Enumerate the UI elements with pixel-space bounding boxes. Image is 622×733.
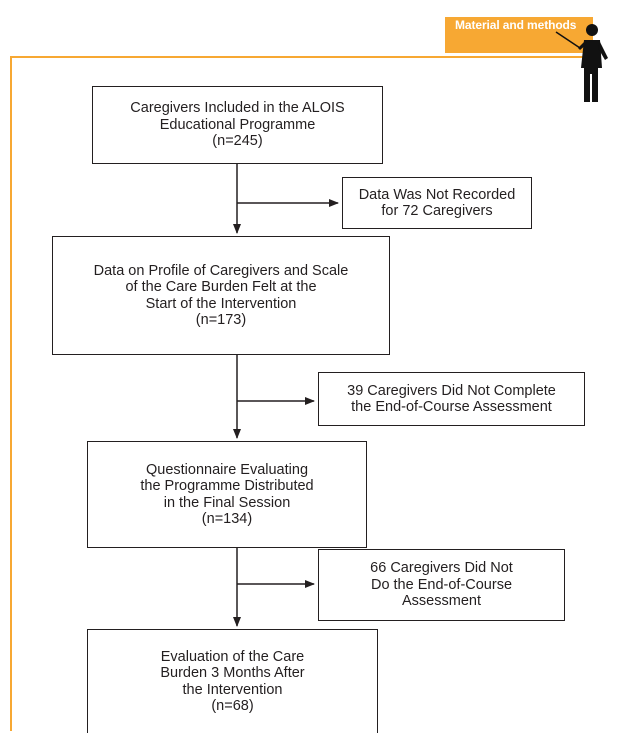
followup-line-1: Evaluation of the Care: [160, 648, 305, 665]
final-session-line-4: (n=134): [201, 511, 253, 527]
baseline-line-3: Start of the Intervention: [145, 295, 297, 312]
excluded-box-3: 66 Caregivers Did Not Do the End-of-Cour…: [318, 549, 565, 621]
frame-left-border: [10, 56, 12, 731]
presenter-figure-icon: [555, 24, 608, 102]
section-tab-label: Material and methods: [455, 18, 577, 32]
final-session-line-2: the Programme Distributed: [140, 478, 314, 494]
excluded-3-line-1: 66 Caregivers Did Not: [370, 560, 513, 577]
excluded-box-2: 39 Caregivers Did Not Complete the End-o…: [318, 372, 585, 426]
final-session-line-3: in the Final Session: [163, 494, 291, 511]
excluded-1-line-2: for 72 Caregivers: [381, 203, 493, 219]
included-line-2: Educational Programme: [159, 116, 316, 133]
baseline-line-1: Data on Profile of Caregivers and Scale: [93, 262, 349, 279]
baseline-line-4: (n=173): [195, 312, 247, 328]
baseline-box: Data on Profile of Caregivers and Scale …: [52, 236, 390, 355]
included-line-1: Caregivers Included in the ALOIS: [130, 100, 345, 117]
followup-line-4: (n=68): [211, 698, 254, 714]
excluded-2-line-2: the End-of-Course Assessment: [351, 399, 552, 415]
followup-box: Evaluation of the Care Burden 3 Months A…: [87, 629, 378, 733]
excluded-2-line-1: 39 Caregivers Did Not Complete: [347, 382, 556, 399]
excluded-3-line-3: Assessment: [402, 593, 481, 610]
included-box: Caregivers Included in the ALOIS Educati…: [92, 86, 383, 164]
frame-top-border: [10, 56, 590, 58]
included-line-3: (n=245): [212, 133, 263, 150]
excluded-1-line-1: Data Was Not Recorded: [358, 186, 516, 203]
excluded-3-line-2: Do the End-of-Course: [370, 576, 513, 593]
baseline-line-2: of the Care Burden Felt at the: [125, 279, 317, 295]
section-tab: Material and methods: [445, 17, 593, 53]
followup-line-3: the Intervention: [182, 681, 283, 698]
excluded-box-1: Data Was Not Recorded for 72 Caregivers: [342, 177, 532, 229]
final-session-line-1: Questionnaire Evaluating: [145, 461, 309, 478]
followup-line-2: Burden 3 Months After: [160, 665, 305, 681]
final-session-box: Questionnaire Evaluating the Programme D…: [87, 441, 367, 548]
